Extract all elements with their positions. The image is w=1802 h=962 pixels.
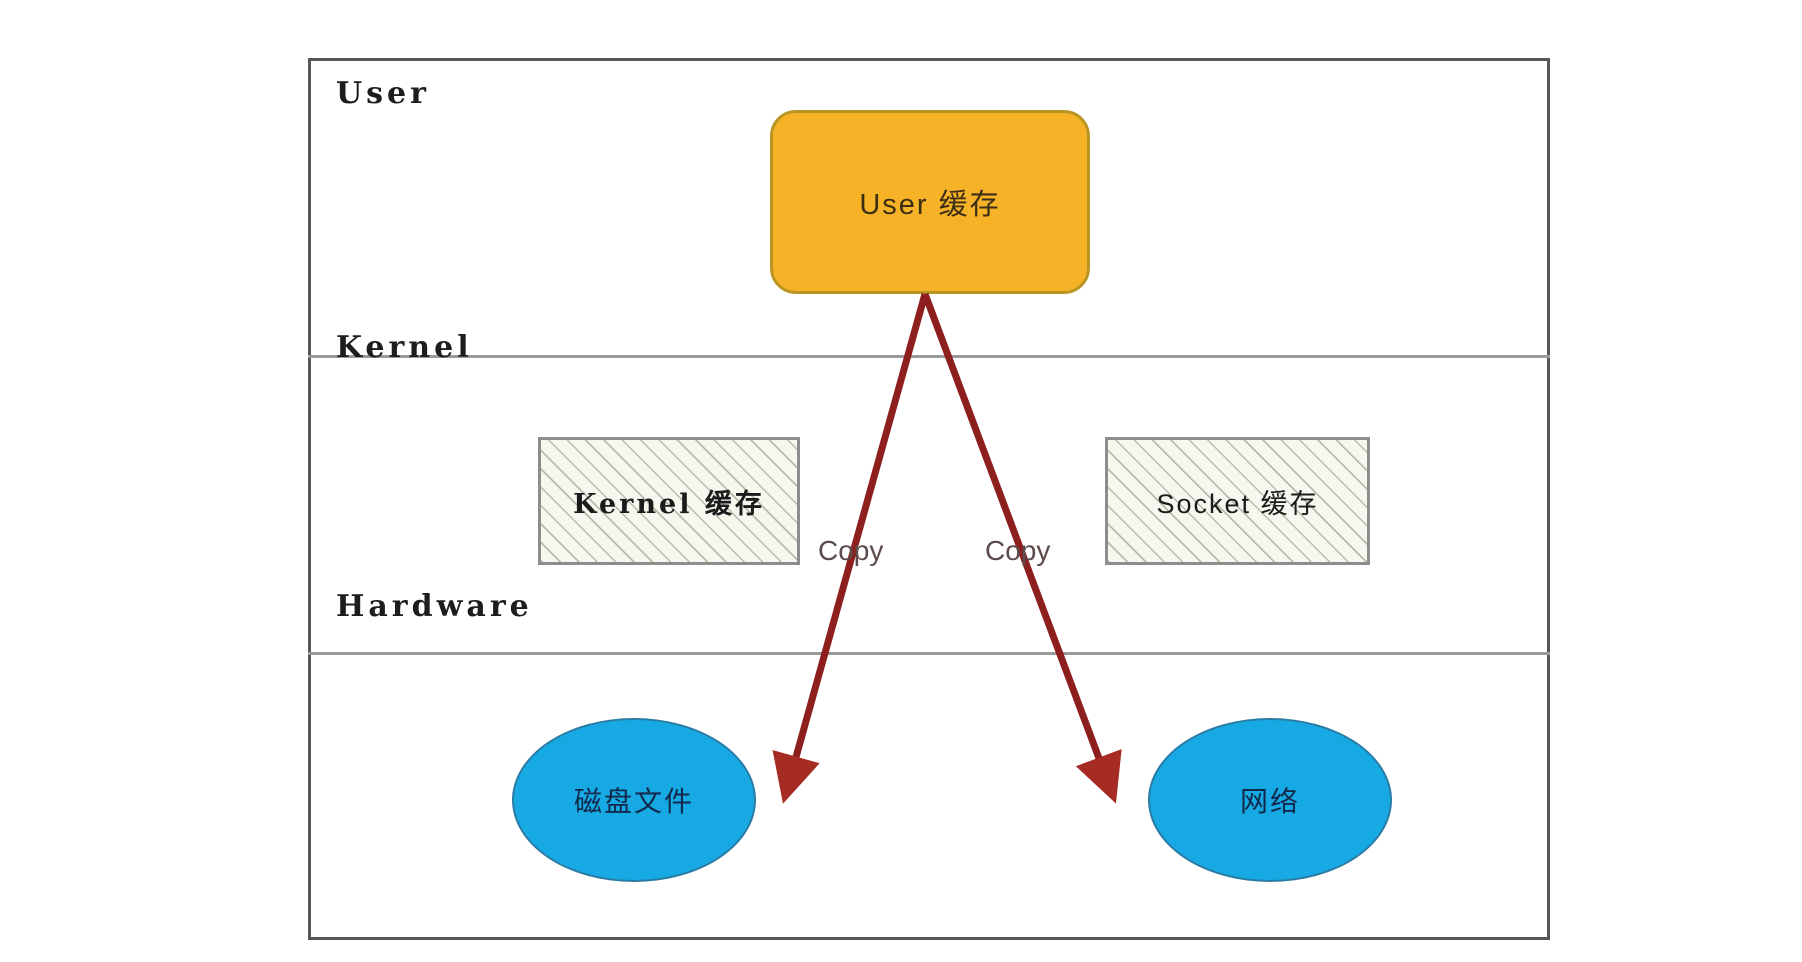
edge-label-copy-network: Copy (985, 535, 1051, 566)
section-label-kernel: Kernel (336, 330, 473, 365)
section-label-hardware: Hardware (336, 589, 533, 624)
node-user-cache[interactable]: User 缓存 (770, 110, 1090, 294)
node-network[interactable]: 网络 (1148, 718, 1392, 882)
edge-label-copy-disk: Copy (818, 535, 884, 566)
node-socket-buffer[interactable]: Socket 缓存 (1105, 437, 1370, 565)
node-disk-file[interactable]: 磁盘文件 (512, 718, 756, 882)
node-socket-buffer-label: Socket 缓存 (1156, 488, 1319, 519)
node-kernel-buffer[interactable]: Kernel 缓存 (538, 437, 800, 565)
divider-user-kernel (308, 355, 1550, 358)
section-label-user: User (336, 76, 430, 111)
divider-kernel-hardware (308, 652, 1550, 655)
node-user-cache-label: User 缓存 (859, 189, 1001, 221)
node-disk-file-label: 磁盘文件 (573, 786, 694, 817)
node-network-label: 网络 (1239, 786, 1300, 817)
node-kernel-buffer-label: Kernel 缓存 (573, 488, 765, 520)
